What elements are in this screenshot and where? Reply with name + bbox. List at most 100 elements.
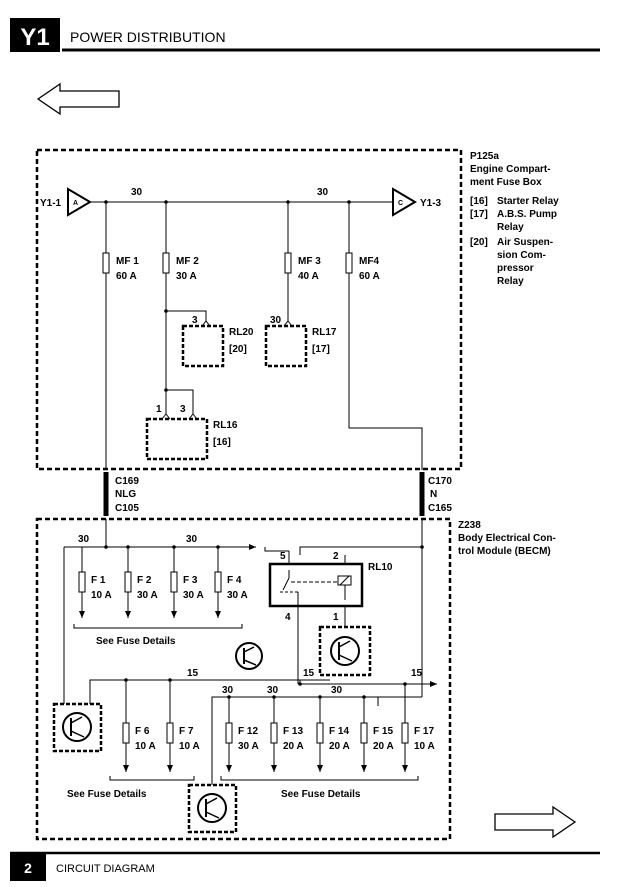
fuse-box-name-line-2: ment Fuse Box <box>470 177 542 188</box>
connector-y1-3-label: Y1-3 <box>420 198 442 209</box>
note-text-20-a: Air Suspen- <box>497 237 553 248</box>
fuse-f17-rating: 10 A <box>414 741 435 752</box>
driver-rl10-box <box>318 625 372 677</box>
next-page-arrow-icon[interactable] <box>494 805 577 839</box>
fuse-f2-id: F 2 <box>137 575 152 586</box>
transistor-bottom-icon <box>197 793 227 823</box>
fuse-mf1 <box>102 252 110 274</box>
note-text-20-b: sion Com- <box>497 250 546 261</box>
becm-name-line-1: Body Electrical Con- <box>458 533 556 544</box>
relay-rl20-ref: [20] <box>229 344 247 355</box>
note-text-20-d: Relay <box>497 276 524 287</box>
transistor-rl10-icon <box>330 636 360 666</box>
fuse-mf2-id: MF 2 <box>176 256 199 267</box>
connector-c-icon <box>392 187 417 217</box>
connector-a-letter: A <box>73 200 78 207</box>
fuse-mf3-rating: 40 A <box>298 271 319 282</box>
fuse-box-name-line-1: Engine Compart- <box>470 164 551 175</box>
becm-outline <box>35 517 452 841</box>
relay-rl16-name: RL16 <box>213 420 238 431</box>
becm-bus-30-b: 30 <box>186 534 198 545</box>
harness-left-bottom: C105 <box>115 503 139 514</box>
footer: 2 CIRCUIT DIAGRAM <box>10 851 600 881</box>
relay-rl20 <box>181 324 225 368</box>
note-text-17-a: A.B.S. Pump <box>497 209 557 220</box>
transistor-left-icon <box>62 712 92 742</box>
section-badge <box>10 18 60 52</box>
fuse-f4-rating: 30 A <box>227 590 248 601</box>
becm-bus-30-d: 30 <box>267 685 279 696</box>
fuse-f15-rating: 20 A <box>373 741 394 752</box>
note-ref-16: [16] <box>470 196 488 207</box>
section-badge-text: Y1 <box>20 24 49 51</box>
fuse-f4-id: F 4 <box>227 575 242 586</box>
fuse-f7-id: F 7 <box>179 726 194 737</box>
see-fuse-details-3[interactable]: See Fuse Details <box>281 789 361 800</box>
fuse-f13 <box>270 722 278 744</box>
harness-links: C169 NLG C105 C170 N C165 <box>103 472 452 516</box>
relay-rl16-ref: [16] <box>213 437 231 448</box>
note-ref-17: [17] <box>470 209 488 220</box>
relay-rl10-pin-5: 5 <box>280 551 286 562</box>
fuse-f15 <box>360 722 368 744</box>
harness-left-mid: NLG <box>115 489 136 500</box>
fuse-f1 <box>78 571 86 593</box>
see-fuse-details-2[interactable]: See Fuse Details <box>67 789 147 800</box>
bus-label-30-left: 30 <box>131 187 143 198</box>
page-title: POWER DISTRIBUTION <box>70 29 226 45</box>
fuse-f2 <box>124 571 132 593</box>
relay-rl20-pin: 3 <box>192 315 198 326</box>
relay-rl16-pin-1: 1 <box>156 404 162 415</box>
connector-a-icon <box>67 187 92 217</box>
becm-bus-15-a: 15 <box>187 668 199 679</box>
becm-bus-15-c: 15 <box>411 668 423 679</box>
becm-module: Z238 Body Electrical Con- trol Module (B… <box>35 517 556 841</box>
fuse-f3-id: F 3 <box>183 575 198 586</box>
footer-label: CIRCUIT DIAGRAM <box>56 863 155 875</box>
relay-rl10-pin-1: 1 <box>333 612 339 623</box>
fuse-mf4-rating: 60 A <box>359 271 380 282</box>
becm-bus-15-b: 15 <box>303 668 315 679</box>
fuse-f6-rating: 10 A <box>135 741 156 752</box>
fuse-f13-rating: 20 A <box>283 741 304 752</box>
harness-left-top: C169 <box>115 476 139 487</box>
becm-bus-30-a: 30 <box>78 534 90 545</box>
note-ref-20: [20] <box>470 237 488 248</box>
fuse-f1-id: F 1 <box>91 575 106 586</box>
relay-rl10-name: RL10 <box>368 562 393 573</box>
fuse-f17 <box>401 722 409 744</box>
connector-c-letter: C <box>398 200 403 207</box>
see-fuse-details-1[interactable]: See Fuse Details <box>96 636 176 647</box>
fuse-f17-id: F 17 <box>414 726 434 737</box>
fuse-f12-rating: 30 A <box>238 741 259 752</box>
fuse-mf3 <box>284 252 292 274</box>
fuse-f6 <box>122 722 130 744</box>
harness-right-top: C170 <box>428 476 452 487</box>
fuse-f7 <box>166 722 174 744</box>
note-text-17-b: Relay <box>497 222 524 233</box>
fuse-mf4 <box>345 252 353 274</box>
fuse-f7-rating: 10 A <box>179 741 200 752</box>
fuse-mf2-rating: 30 A <box>176 271 197 282</box>
relay-rl10-pin-2: 2 <box>333 551 339 562</box>
fuse-f4 <box>214 571 222 593</box>
fuse-f1-rating: 10 A <box>91 590 112 601</box>
fuse-f12-id: F 12 <box>238 726 258 737</box>
transistor-free-icon <box>235 642 263 670</box>
harness-right-bottom: C165 <box>428 503 452 514</box>
note-text-16: Starter Relay <box>497 196 559 207</box>
relay-rl20-name: RL20 <box>229 327 254 338</box>
harness-right-mid: N <box>430 489 437 500</box>
becm-name-line-2: trol Module (BECM) <box>458 546 551 557</box>
fuse-f14 <box>316 722 324 744</box>
page-number-badge <box>10 853 46 881</box>
previous-page-arrow-icon[interactable] <box>36 82 120 116</box>
fuse-mf2 <box>162 252 170 274</box>
connector-y1-1-label: Y1-1 <box>40 198 62 209</box>
fuse-f15-id: F 15 <box>373 726 393 737</box>
relay-rl17-name: RL17 <box>312 327 337 338</box>
relay-rl10 <box>268 562 364 608</box>
note-text-20-c: pressor <box>497 263 534 274</box>
becm-bus-30-e: 30 <box>331 685 343 696</box>
fuse-f12 <box>225 722 233 744</box>
